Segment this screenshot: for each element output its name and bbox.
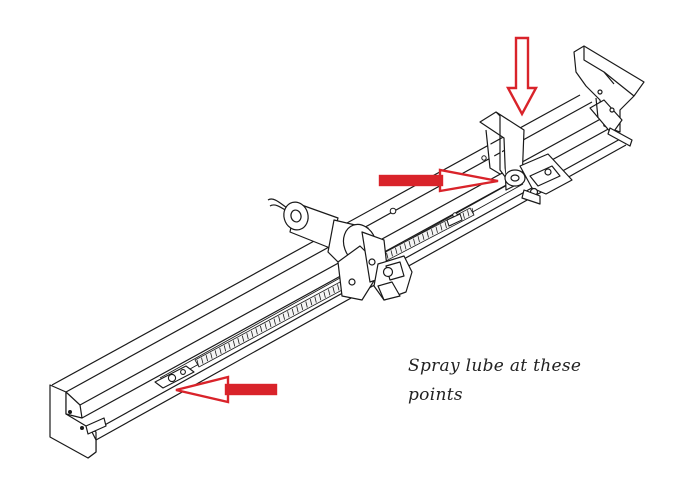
chain-tooth <box>471 207 474 215</box>
chain-tooth <box>219 347 222 354</box>
chain-tooth <box>426 231 429 238</box>
chain-tooth <box>246 333 249 340</box>
chain-tooth <box>205 355 208 362</box>
lube-instruction-line1: Spray lube at these <box>408 356 582 376</box>
chain-tooth <box>201 357 204 364</box>
chain-tooth <box>390 250 393 257</box>
chain-tooth <box>332 286 335 293</box>
chain-tooth <box>210 352 213 359</box>
chain-tooth <box>255 328 258 335</box>
chain-tooth <box>328 289 331 296</box>
chain-tooth <box>300 303 304 310</box>
chain-tooth <box>417 236 420 243</box>
left-arrow-trolley-shaft <box>224 383 278 396</box>
chain-tooth <box>467 210 470 217</box>
chain-tooth <box>196 359 199 367</box>
chain-tooth <box>413 238 416 245</box>
chain-tooth <box>305 301 308 308</box>
chain-tooth <box>273 318 276 325</box>
chain-tooth <box>318 294 322 301</box>
chain-tooth <box>337 284 340 291</box>
chain-tooth <box>422 233 425 240</box>
chain-tooth <box>386 252 389 259</box>
chain-tooth <box>264 323 267 330</box>
down-arrow <box>505 36 539 117</box>
trolley-carriage <box>154 365 195 389</box>
chain-tooth <box>237 338 240 345</box>
chain-tooth <box>232 340 236 347</box>
chain-tooth <box>214 350 217 357</box>
rail-bolts <box>389 155 487 227</box>
chain-tooth <box>431 229 434 236</box>
lube-point-arrows <box>175 36 539 404</box>
chain-tooth <box>296 306 299 313</box>
chain-tooth <box>269 320 272 328</box>
chain-tooth <box>309 299 313 306</box>
chain-tooth <box>291 308 295 315</box>
chain-tooth <box>444 222 447 229</box>
chain-tooth <box>395 247 398 254</box>
chain-tooth <box>287 311 290 318</box>
chain-tooth <box>282 313 285 320</box>
lube-instruction-line2: points <box>408 385 463 405</box>
chain-tooth <box>223 345 227 352</box>
left-end-bracket <box>49 384 107 459</box>
chain-tooth <box>228 342 231 349</box>
chain-tooth <box>278 316 281 323</box>
chain-tooth <box>440 224 443 231</box>
header-bracket <box>573 45 645 147</box>
chain-tooth <box>408 240 411 247</box>
right-pulley-bracket <box>479 111 573 205</box>
chain-tooth <box>260 325 263 332</box>
chain-tooth <box>399 245 402 252</box>
chain-tooth <box>435 226 438 233</box>
motor-assembly <box>267 198 413 301</box>
right-arrow-pulley <box>438 168 499 193</box>
chain-tooth <box>251 330 254 337</box>
chain-tooth <box>404 243 407 250</box>
right-arrow-pulley-shaft <box>378 174 444 187</box>
chain-tooth <box>314 296 317 303</box>
chain-tooth <box>241 335 245 342</box>
lube-instruction-note: Spray lube at these points <box>408 352 638 410</box>
chain-tooth <box>323 291 326 298</box>
chain-tooth <box>462 212 465 219</box>
